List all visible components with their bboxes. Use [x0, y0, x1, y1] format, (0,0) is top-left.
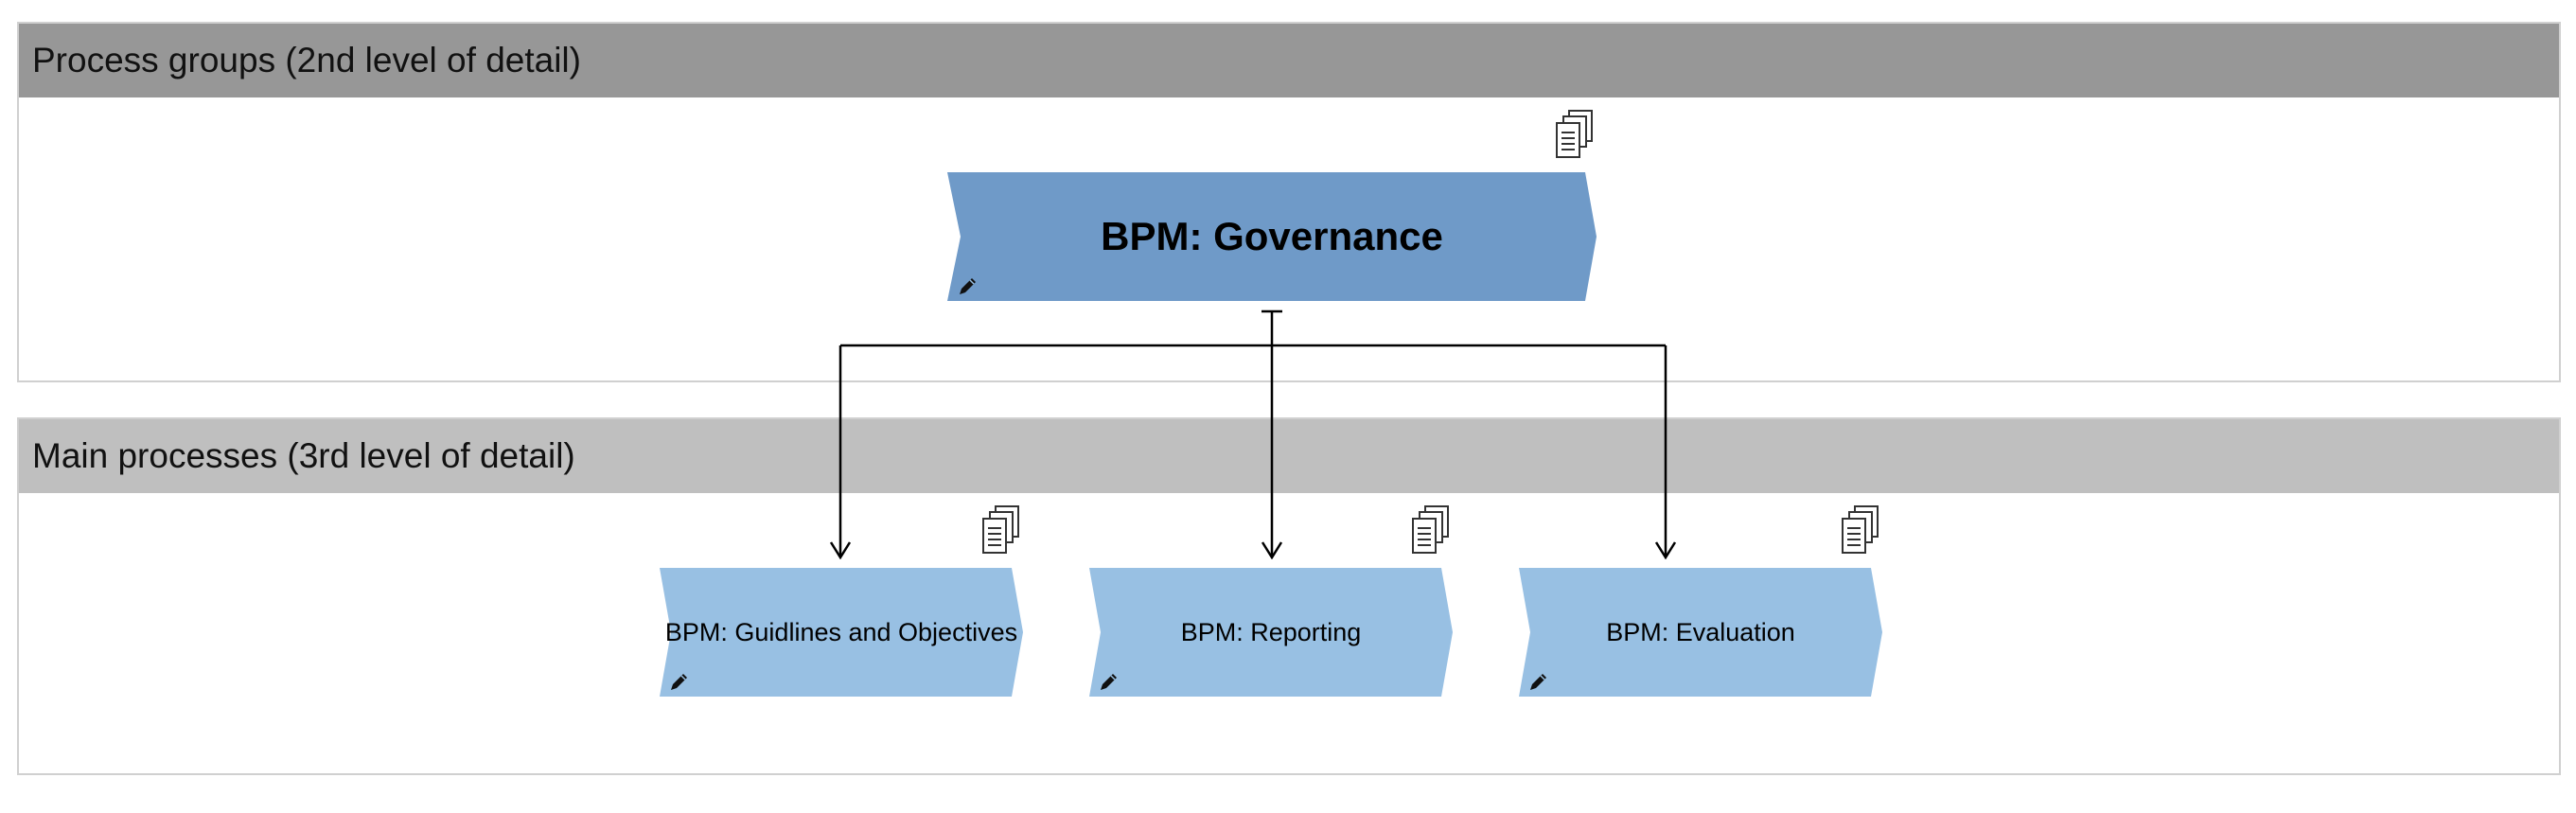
process-label: BPM: Governance — [1101, 214, 1443, 258]
documents-icon[interactable] — [980, 504, 1022, 557]
lane-header: Main processes (3rd level of detail) — [19, 419, 2559, 493]
pencil-icon[interactable] — [668, 670, 691, 693]
chevron-shape — [660, 568, 1023, 697]
chevron-shape — [947, 172, 1597, 301]
pencil-icon[interactable] — [1098, 670, 1120, 693]
chevron-shape — [1519, 568, 1882, 697]
chevron-shape — [1089, 568, 1453, 697]
lane-title: Process groups (2nd level of detail) — [32, 41, 581, 80]
lane-main-processes: Main processes (3rd level of detail) — [17, 417, 2561, 775]
pencil-icon[interactable] — [1527, 670, 1550, 693]
lane-header: Process groups (2nd level of detail) — [19, 24, 2559, 97]
lane-process-groups: Process groups (2nd level of detail) — [17, 22, 2561, 382]
pencil-icon[interactable] — [957, 274, 979, 297]
process-reporting[interactable]: BPM: Reporting — [1089, 568, 1453, 697]
process-label: BPM: Reporting — [1180, 617, 1362, 646]
process-evaluation[interactable]: BPM: Evaluation — [1519, 568, 1882, 697]
process-label: BPM: Evaluation — [1606, 617, 1795, 646]
process-label: BPM: Guidlines and Objectives — [664, 617, 1018, 646]
documents-icon[interactable] — [1554, 109, 1596, 162]
lane-title: Main processes (3rd level of detail) — [32, 436, 575, 475]
documents-icon[interactable] — [1840, 504, 1881, 557]
tee-connector — [840, 309, 1666, 347]
documents-icon[interactable] — [1410, 504, 1452, 557]
process-governance[interactable]: BPM: Governance — [947, 172, 1597, 301]
process-guidelines[interactable]: BPM: Guidlines and Objectives — [660, 568, 1023, 697]
